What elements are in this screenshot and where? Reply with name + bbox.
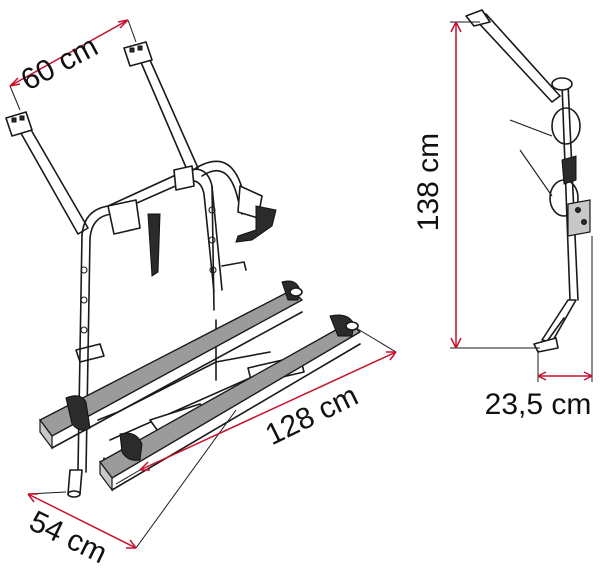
- strap-left: [147, 213, 161, 277]
- frame-left-leg-inner: [85, 237, 91, 473]
- bolt: [581, 219, 587, 225]
- arrow-head: [450, 337, 462, 349]
- rivet: [80, 266, 88, 274]
- carrier-side-view: 138 cm 23,5 cm: [412, 9, 593, 421]
- bracket-hole: [19, 115, 25, 121]
- side-strap: [561, 155, 577, 185]
- dim-label-side-depth: 23,5 cm: [485, 388, 592, 421]
- rail-cap: [289, 287, 303, 297]
- side-top-loop: [551, 77, 573, 91]
- side-foot-brace: [547, 317, 565, 341]
- dim-line-rail-length: [139, 351, 397, 471]
- side-mount-block: [567, 199, 591, 237]
- clip: [221, 261, 247, 271]
- bracket-hole: [129, 47, 135, 53]
- right-upper-arm: [139, 59, 199, 173]
- dim-line-depth: [27, 493, 137, 549]
- frame-holder-left: [107, 199, 141, 235]
- dim-label-height: 138 cm: [412, 133, 445, 231]
- bolt: [575, 207, 581, 213]
- side-foot: [533, 337, 559, 353]
- arrow-head: [139, 461, 150, 471]
- frame-left-leg: [77, 234, 83, 471]
- rail-cap: [345, 321, 359, 331]
- arrow-head: [9, 77, 21, 87]
- lower-clip: [75, 343, 105, 363]
- side-foot-leg: [541, 299, 577, 343]
- arrow-head: [27, 493, 38, 503]
- rail-strap: [65, 395, 91, 431]
- arrow-head: [386, 351, 397, 361]
- side-post-front: [553, 83, 571, 301]
- support-bar-back: [97, 351, 271, 421]
- rail-bottom-edge: [51, 311, 303, 449]
- wheel-rail-front: [39, 280, 303, 450]
- left-upper-arm: [17, 127, 89, 235]
- extension-line: [115, 469, 141, 485]
- rivet: [80, 326, 88, 334]
- side-clamp-upper: [551, 107, 581, 145]
- bracket-hole: [137, 45, 143, 51]
- extension-line: [9, 85, 21, 111]
- frame-top-loop-inner: [201, 169, 243, 215]
- arrow-head: [117, 19, 129, 29]
- arrow-head: [583, 371, 593, 381]
- rivet: [208, 236, 216, 244]
- wheel-rail-rear: [99, 314, 361, 492]
- side-top-bracket: [465, 9, 491, 27]
- side-arm: [473, 13, 561, 103]
- rivet: [80, 296, 88, 304]
- extension-line: [127, 19, 137, 43]
- bracket-hole: [11, 117, 17, 123]
- carrier-perspective-view: 60 cm 54 cm 128 cm: [5, 19, 397, 570]
- rail-strap: [119, 432, 143, 461]
- upper-arms: [5, 41, 199, 235]
- arrow-head: [537, 371, 547, 381]
- rivet: [208, 206, 216, 214]
- rail-strap: [329, 314, 355, 337]
- frame-foot-cap: [67, 490, 81, 498]
- dim-label-top-width: 60 cm: [16, 30, 104, 97]
- strap-right: [235, 205, 277, 243]
- pointer-line: [509, 119, 553, 137]
- dimension-lines-perspective: [9, 19, 397, 549]
- arrow-head: [450, 21, 462, 33]
- rail-bottom-edge: [111, 343, 361, 491]
- dim-line-top-width: [9, 19, 129, 87]
- frame-holders: [75, 165, 277, 363]
- arrow-head: [126, 539, 137, 549]
- rivet: [209, 266, 217, 274]
- extension-line: [355, 327, 397, 353]
- frame-holder-top: [173, 165, 195, 191]
- pointer-line: [519, 149, 553, 197]
